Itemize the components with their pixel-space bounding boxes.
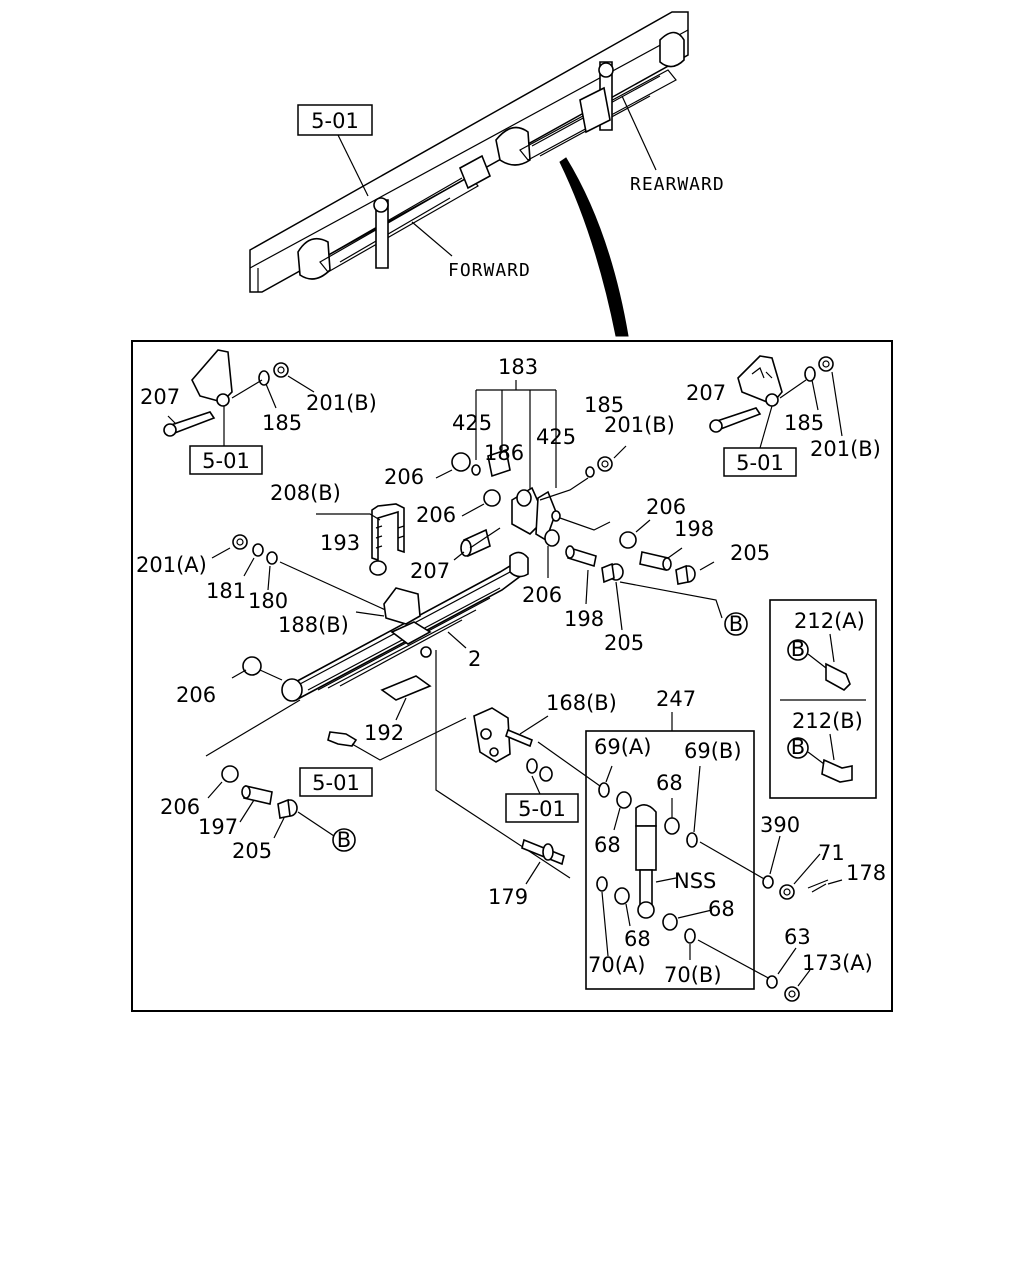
shock-absorber-box	[585, 730, 755, 990]
rear-hanger-group	[709, 355, 843, 449]
callout-68-d: 68	[624, 927, 651, 951]
callout-206-e: 206	[176, 683, 216, 707]
callout-205-top: 205	[730, 541, 770, 565]
callout-501-left: 5-01	[202, 449, 250, 473]
callout-71: 71	[818, 841, 845, 865]
callout-501-mid: 5-01	[312, 771, 360, 795]
callout-425-right: 425	[536, 425, 576, 449]
callout-198-top: 198	[674, 517, 714, 541]
bolt-212a	[825, 662, 851, 691]
left-washer-group	[211, 534, 391, 613]
callout-212a: 212(A)	[794, 609, 865, 633]
callout-168b: 168(B)	[546, 691, 617, 715]
callout-201a: 201(A)	[136, 553, 207, 577]
callout-186: 186	[484, 441, 524, 465]
callout-207-left: 207	[140, 385, 180, 409]
callout-185-left: 185	[262, 411, 302, 435]
shock-bracket-group	[473, 707, 601, 795]
callout-63: 63	[784, 925, 811, 949]
callout-207-mid: 207	[410, 559, 450, 583]
callout-181: 181	[206, 579, 246, 603]
callout-425-left: 425	[452, 411, 492, 435]
callout-247: 247	[656, 687, 696, 711]
callout-206-b: 206	[416, 503, 456, 527]
overview-illustration: 5-01 REARWARD FORWARD	[249, 11, 725, 337]
detail-pointer-arrow	[559, 157, 629, 337]
callout-185-top: 185	[584, 393, 624, 417]
pin-179	[521, 838, 565, 885]
callout-205-low: 205	[232, 839, 272, 863]
callout-201b-top: 201(B)	[604, 413, 675, 437]
ref-box-left	[189, 445, 263, 475]
callout-69b: 69(B)	[684, 739, 742, 763]
ref-b-label-4: B	[791, 735, 805, 759]
callout-193: 193	[320, 531, 360, 555]
callout-68-c: 68	[708, 897, 735, 921]
front-hanger-group	[163, 349, 315, 448]
callout-201b-right: 201(B)	[810, 437, 881, 461]
callout-2: 2	[468, 647, 481, 671]
callout-205-mid: 205	[604, 631, 644, 655]
callout-179: 179	[488, 885, 528, 909]
shackle-group	[451, 380, 627, 578]
overview-ref-box	[297, 104, 373, 136]
ref-b-circle-1	[724, 612, 748, 636]
ref-box-mid	[299, 767, 373, 797]
overview-ref-label: 5-01	[311, 109, 359, 133]
bolt-variant-box	[769, 599, 877, 799]
callout-206-a: 206	[384, 465, 424, 489]
callout-70b: 70(B)	[664, 963, 722, 987]
rear-pin-group	[565, 519, 723, 631]
shock-absorber	[596, 765, 773, 981]
callout-68-b: 68	[594, 833, 621, 857]
callout-70a: 70(A)	[588, 953, 645, 977]
callout-208b: 208(B)	[270, 481, 341, 505]
lower-left-group	[205, 656, 467, 761]
ref-b-label-2: B	[337, 828, 351, 852]
front-pin-group	[207, 765, 335, 839]
callout-192: 192	[364, 721, 404, 745]
callout-501-low: 5-01	[518, 797, 566, 821]
bolt-212b	[821, 758, 853, 783]
ref-b-circle-3	[787, 639, 809, 661]
ref-box-low	[505, 793, 579, 823]
ref-box-right	[723, 447, 797, 477]
forward-label: FORWARD	[448, 260, 531, 281]
callout-206-c: 206	[522, 583, 562, 607]
callout-68-a: 68	[656, 771, 683, 795]
callout-212b: 212(B)	[792, 709, 863, 733]
callout-183: 183	[498, 355, 538, 379]
callout-206-d: 206	[646, 495, 686, 519]
callout-178: 178	[846, 861, 886, 885]
detail-frame	[131, 340, 893, 1012]
ref-b-circle-2	[332, 828, 356, 852]
callout-180: 180	[248, 589, 288, 613]
callout-198-mid: 198	[564, 607, 604, 631]
rearward-label: REARWARD	[630, 174, 725, 195]
leaf-spring	[281, 551, 571, 879]
callout-197: 197	[198, 815, 238, 839]
callout-185-right: 185	[784, 411, 824, 435]
callout-nss: NSS	[674, 869, 716, 893]
ref-b-label-1: B	[729, 612, 743, 636]
callout-206-f: 206	[160, 795, 200, 819]
callout-207-right: 207	[686, 381, 726, 405]
ref-b-label-3: B	[791, 637, 805, 661]
callout-390: 390	[760, 813, 800, 837]
callout-201b-left: 201(B)	[306, 391, 377, 415]
callout-69a: 69(A)	[594, 735, 651, 759]
callout-501-right: 5-01	[736, 451, 784, 475]
callout-173a: 173(A)	[802, 951, 873, 975]
shock-hardware-group	[762, 835, 843, 1002]
ref-b-circle-4	[787, 737, 809, 759]
callout-188b: 188(B)	[278, 613, 349, 637]
u-bolt-group	[316, 503, 405, 576]
